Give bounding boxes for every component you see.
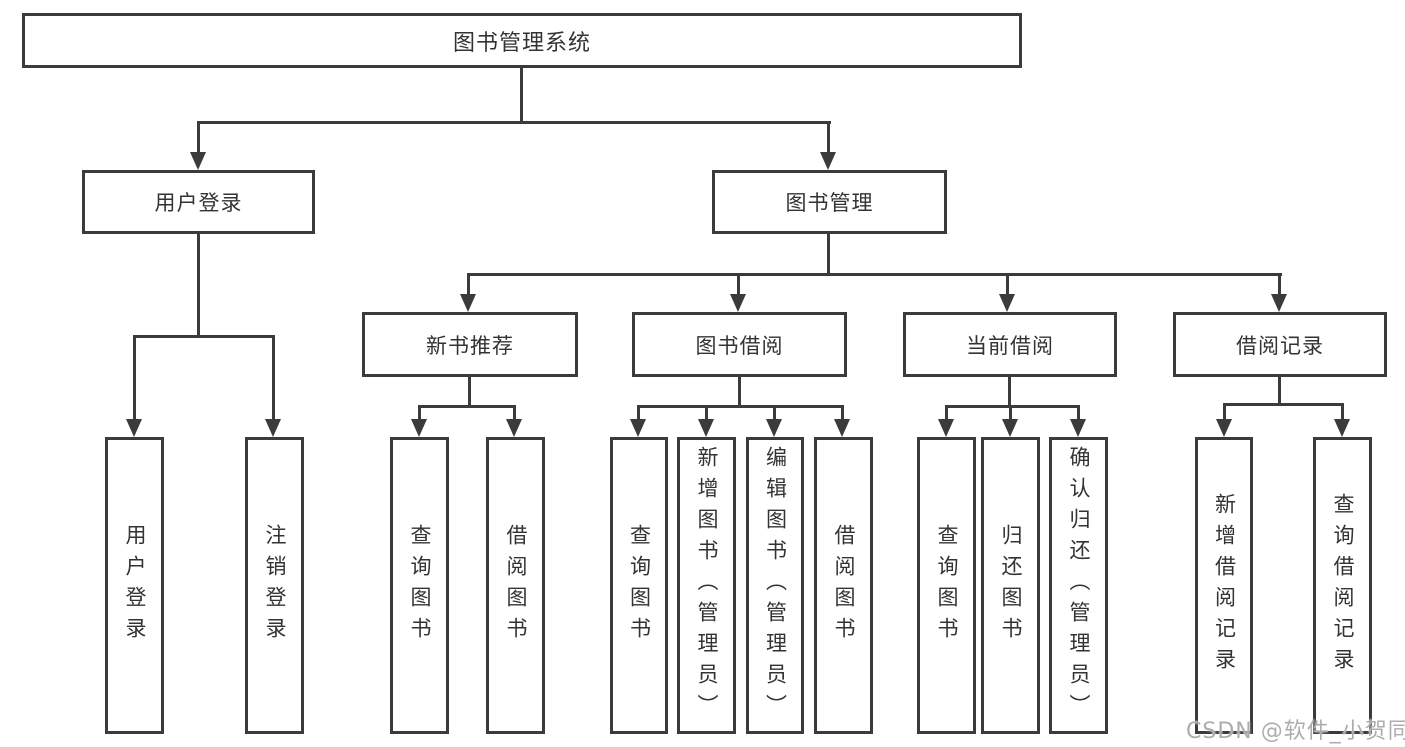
arrowhead-user-login [190, 152, 206, 170]
node-book-management-label: 图书管理 [785, 191, 874, 215]
arrowhead-leaf-search-record [1334, 419, 1350, 437]
arrowhead-new-book-recommend [460, 294, 476, 312]
connector-borrow-records-stem [1278, 377, 1281, 406]
leaf-user-login: 用户登录 [105, 437, 164, 734]
connector-new-book-branch [418, 405, 516, 408]
leaf-user-login-label: 用户登录 [123, 523, 147, 648]
connector-root-stem [520, 68, 523, 121]
leaf-logout-label: 注销登录 [263, 523, 287, 648]
connector-current-borrowing-branch [945, 405, 1080, 408]
node-user-login-label: 用户登录 [154, 191, 243, 215]
node-new-book-recommend: 新书推荐 [362, 312, 578, 377]
arrowhead-leaf-borrow-recommend [506, 419, 522, 437]
connector-current-borrowing-stem [1008, 377, 1011, 408]
leaf-add-books-admin: 新增图书（管理员） [677, 437, 736, 734]
connector-to-leaf-search-record [1341, 403, 1344, 421]
arrowhead-leaf-add-record [1216, 419, 1232, 437]
connector-book-borrowing-branch [637, 405, 844, 408]
connector-to-leaf-search-current [945, 405, 948, 421]
csdn-watermark: CSDN @软件_小贺同学 [1186, 719, 1405, 744]
leaf-edit-books-admin-label: 编辑图书（管理员） [763, 446, 788, 725]
connector-to-leaf-confirm-return [1077, 405, 1080, 421]
leaf-search-books-borrowing-label: 查询图书 [627, 523, 652, 648]
node-user-login: 用户登录 [82, 170, 315, 234]
node-borrow-records: 借阅记录 [1173, 312, 1387, 377]
leaf-return-books: 归还图书 [981, 437, 1040, 734]
leaf-search-borrow-record: 查询借阅记录 [1313, 437, 1372, 734]
connector-new-book-stem [468, 377, 471, 408]
leaf-borrow-books: 借阅图书 [814, 437, 873, 734]
leaf-borrow-books-recommend: 借阅图书 [486, 437, 545, 734]
node-current-borrowing-label: 当前借阅 [966, 333, 1054, 358]
leaf-search-borrow-record-label: 查询借阅记录 [1331, 492, 1355, 679]
node-book-management: 图书管理 [712, 170, 947, 234]
leaf-logout: 注销登录 [245, 437, 304, 734]
leaf-edit-books-admin: 编辑图书（管理员） [746, 437, 804, 734]
leaf-confirm-return-admin: 确认归还（管理员） [1049, 437, 1108, 734]
leaf-add-borrow-record: 新增借阅记录 [1195, 437, 1253, 734]
connector-to-leaf-borrow-recommend [513, 405, 516, 421]
arrowhead-book-management [820, 152, 836, 170]
arrowhead-leaf-add-books [698, 419, 714, 437]
connector-to-book-management [827, 121, 830, 154]
leaf-confirm-return-admin-label: 确认归还（管理员） [1067, 446, 1091, 725]
arrowhead-leaf-confirm-return [1070, 419, 1086, 437]
connector-to-leaf-add-books [705, 405, 708, 421]
leaf-search-books-recommend-label: 查询图书 [408, 523, 432, 648]
arrowhead-leaf-borrow-books [834, 419, 850, 437]
connector-to-leaf-edit-books [773, 405, 776, 421]
arrowhead-leaf-return-books [1002, 419, 1018, 437]
connector-to-leaf-borrow-books [841, 405, 844, 421]
connector-to-book-borrowing [737, 273, 740, 296]
connector-to-borrow-records [1278, 273, 1281, 296]
leaf-add-borrow-record-label: 新增借阅记录 [1212, 492, 1237, 679]
node-book-borrowing-label: 图书借阅 [695, 333, 784, 358]
node-book-borrowing: 图书借阅 [632, 312, 847, 377]
connector-book-management-branch [467, 273, 1282, 276]
connector-to-leaf-user-login [133, 335, 136, 421]
connector-to-leaf-search-recommend [418, 405, 421, 421]
leaf-search-books-current: 查询图书 [917, 437, 976, 734]
arrowhead-leaf-user-login [126, 419, 142, 437]
leaf-search-books-borrowing: 查询图书 [610, 437, 668, 734]
leaf-borrow-books-recommend-label: 借阅图书 [504, 523, 528, 648]
connector-borrow-records-branch [1223, 403, 1344, 406]
node-root-label: 图书管理系统 [452, 30, 591, 56]
leaf-add-books-admin-label: 新增图书（管理员） [695, 446, 719, 725]
arrowhead-leaf-search-recommend [411, 419, 427, 437]
connector-user-login-branch [133, 335, 275, 338]
connector-to-leaf-add-record [1223, 403, 1226, 421]
connector-book-management-stem [827, 234, 830, 276]
connector-to-new-book-recommend [467, 273, 470, 296]
arrowhead-current-borrowing [999, 294, 1015, 312]
arrowhead-leaf-search-current [938, 419, 954, 437]
leaf-borrow-books-label: 借阅图书 [832, 523, 856, 648]
node-current-borrowing: 当前借阅 [903, 312, 1117, 377]
leaf-return-books-label: 归还图书 [999, 523, 1023, 648]
arrowhead-book-borrowing [730, 294, 746, 312]
connector-book-borrowing-stem [738, 377, 741, 408]
arrowhead-borrow-records [1271, 294, 1287, 312]
node-borrow-records-label: 借阅记录 [1236, 333, 1324, 358]
leaf-search-books-current-label: 查询图书 [935, 523, 959, 648]
leaf-search-books-recommend: 查询图书 [390, 437, 449, 734]
arrowhead-leaf-logout [265, 419, 281, 437]
connector-to-user-login [197, 121, 200, 154]
connector-to-leaf-return-books [1009, 405, 1012, 421]
connector-to-leaf-logout [272, 335, 275, 421]
arrowhead-leaf-search-borrowing [630, 419, 646, 437]
connector-to-leaf-search-borrowing [637, 405, 640, 421]
connector-user-login-stem [197, 234, 200, 338]
node-root: 图书管理系统 [22, 13, 1022, 68]
connector-to-current-borrowing [1006, 273, 1009, 296]
node-new-book-recommend-label: 新书推荐 [426, 333, 514, 358]
connector-root-branch [197, 121, 831, 124]
arrowhead-leaf-edit-books [766, 419, 782, 437]
